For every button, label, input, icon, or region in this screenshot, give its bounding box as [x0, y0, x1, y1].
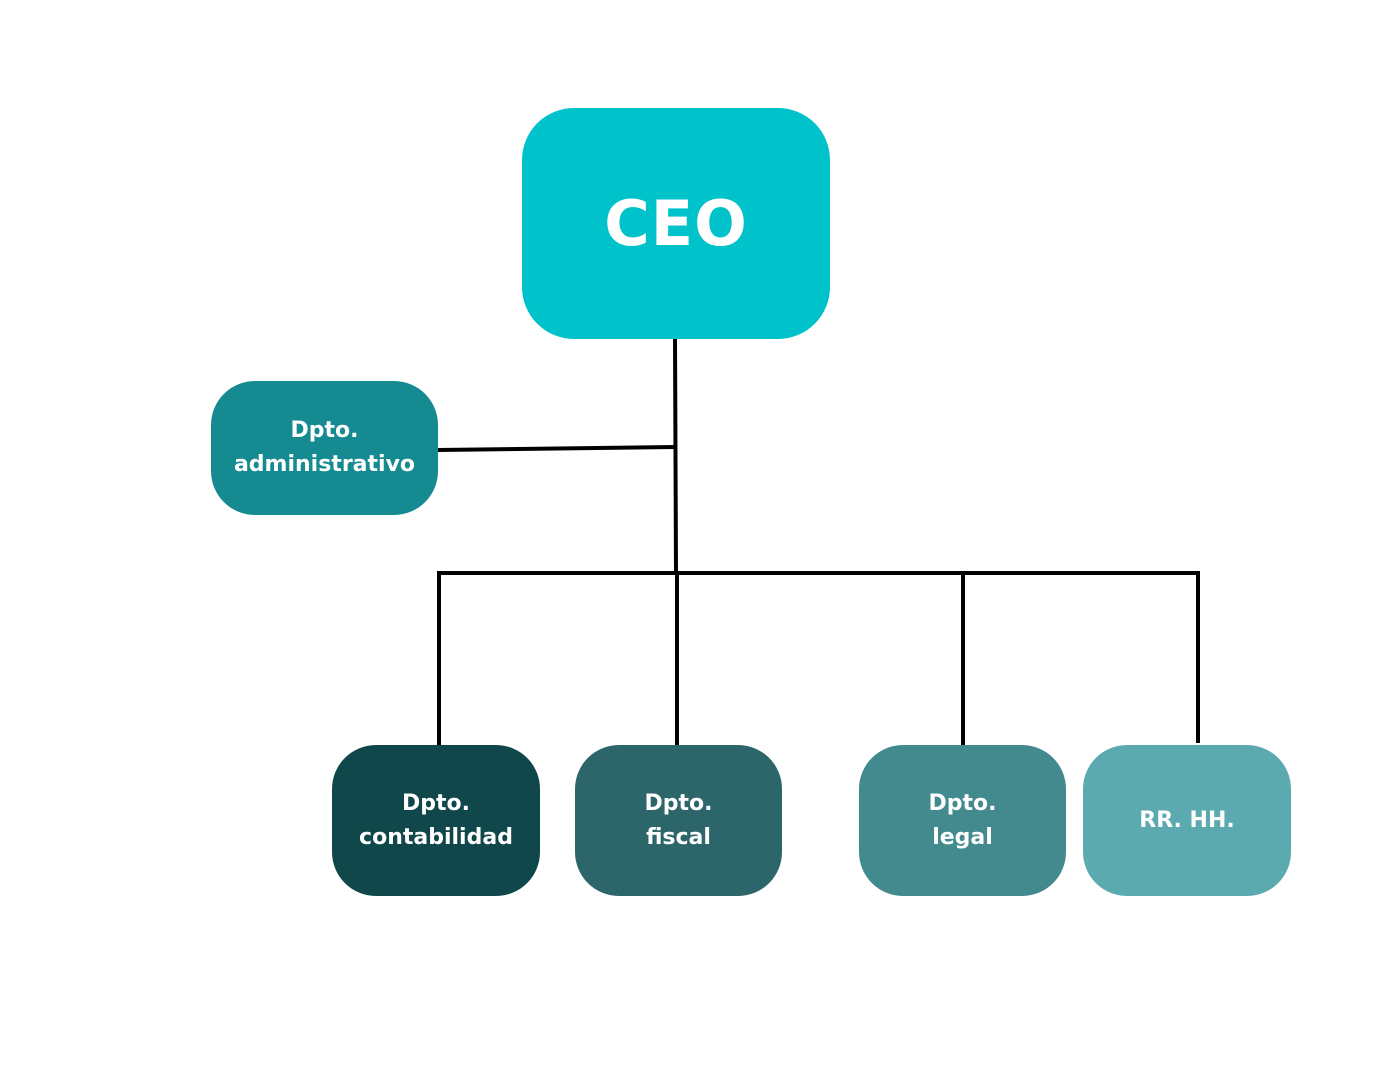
ceo-label: CEO — [604, 187, 748, 260]
connector-admin — [437, 445, 676, 452]
dept-legal-box: Dpto. legal — [859, 745, 1066, 896]
dept-fiscal-line2: fiscal — [646, 824, 711, 850]
dept-administrativo-line2: administrativo — [233, 452, 416, 477]
dept-administrativo-line1: Dpto. — [290, 418, 359, 443]
dept-fiscal-line1: Dpto. — [644, 790, 713, 816]
dept-rrhh-box: RR. HH. — [1083, 745, 1291, 896]
ceo-box: CEO — [522, 108, 830, 339]
connector-ceo-trunk — [673, 338, 678, 574]
dept-administrativo-box: Dpto. administrativo — [211, 381, 438, 515]
dept-legal-line2: legal — [932, 824, 993, 850]
dept-contabilidad-box: Dpto. contabilidad — [332, 745, 540, 896]
dept-contabilidad-line2: contabilidad — [359, 824, 513, 850]
dept-legal-line1: Dpto. — [928, 790, 997, 816]
dept-fiscal-box: Dpto. fiscal — [575, 745, 782, 896]
dept-contabilidad-line1: Dpto. — [402, 790, 470, 816]
dept-rrhh-label: RR. HH. — [1139, 807, 1235, 833]
